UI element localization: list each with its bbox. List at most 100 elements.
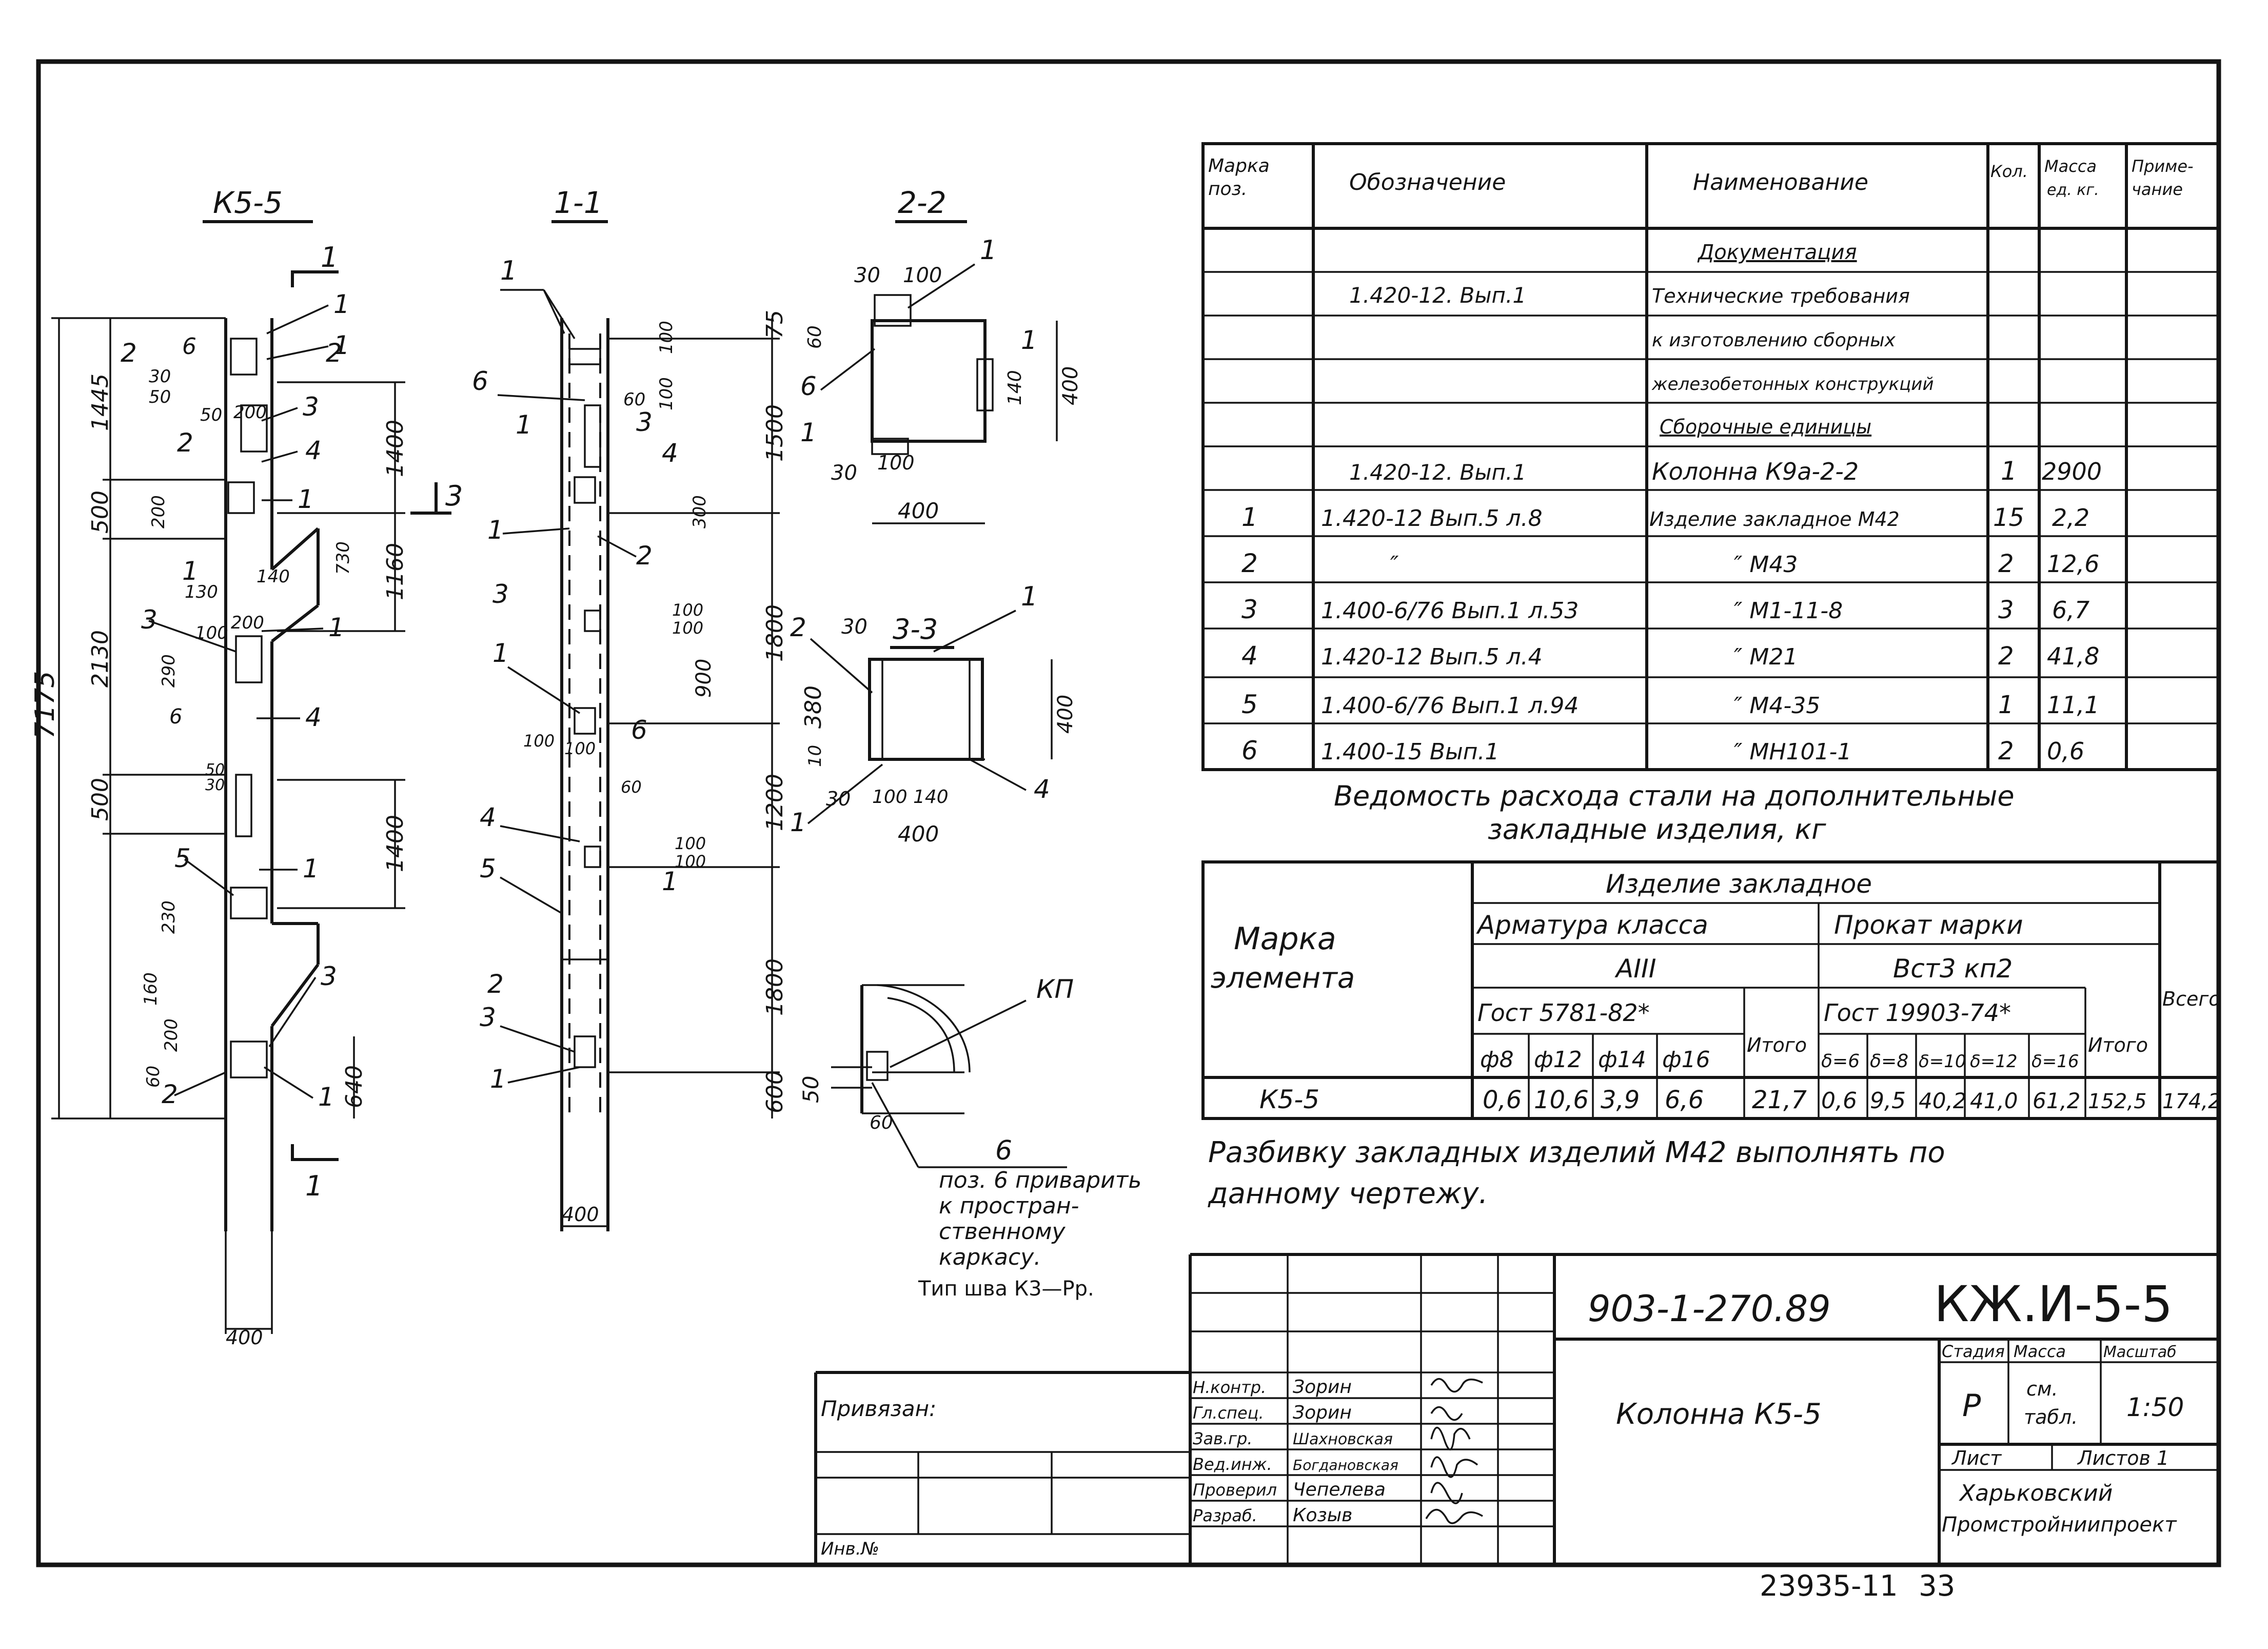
steel-v-t10: 40,2 — [1919, 1088, 1967, 1113]
s33-d-7: 400 — [898, 821, 939, 847]
spec-r7-mass: 12,6 — [2047, 550, 2099, 578]
s33-d-8: 400 — [1054, 695, 1077, 734]
sdim-8: 200 — [231, 613, 264, 633]
spec-r10-name: ″ М4-35 — [1734, 693, 1820, 719]
weld-note-3: ственному — [939, 1219, 1066, 1245]
s11-co-7: 2 — [636, 541, 653, 571]
dim-r-1: 1400 — [382, 420, 408, 477]
weld-type: Тип шва К3—Рр. — [918, 1277, 1094, 1301]
spec-h-mass-2: ед. кг. — [2047, 181, 2099, 199]
spec-r5-code: 1.420-12. Вып.1 — [1349, 460, 1526, 485]
spec-r10-code: 1.400-6/76 Вып.1 л.94 — [1321, 693, 1579, 719]
sdim-15: 200 — [161, 1018, 182, 1052]
weld-kp: КП — [1036, 974, 1074, 1004]
signature-3 — [1430, 1456, 1478, 1478]
s11-sd-8: 100 — [523, 731, 555, 751]
s33-d-1: 30 — [841, 615, 867, 639]
role-2: Зав.гр. — [1193, 1429, 1252, 1448]
org-2: Промстройниипроект — [1942, 1513, 2177, 1537]
sdim-5: 130 — [185, 582, 218, 602]
spec-r11-pos: 6 — [1241, 736, 1258, 765]
inv-label: Инв.№ — [821, 1539, 879, 1559]
steel-v-t12: 41,0 — [1970, 1088, 2018, 1113]
spec-r7-name: ″ М43 — [1734, 552, 1798, 578]
s33-d-2: 380 — [800, 685, 826, 729]
spec-r7-qty: 2 — [1998, 549, 2014, 578]
s22-co-1: 1 — [980, 235, 997, 266]
stage-value: Р — [1962, 1388, 1981, 1424]
s22-co-2: 6 — [800, 371, 817, 401]
cut-2-left: 2 — [121, 338, 137, 368]
s11-co-4: 3 — [636, 407, 653, 437]
s11-co-15: 3 — [480, 1003, 496, 1032]
role-3: Вед.инж. — [1193, 1455, 1272, 1474]
spec-table: Марка поз. Обозначение Наименование Кол.… — [1201, 142, 2220, 771]
steel-v-t8: 9,5 — [1870, 1088, 1906, 1114]
steel-v-d14: 3,9 — [1601, 1086, 1640, 1114]
section-3-3-title: 3-3 — [893, 613, 938, 645]
callout-e12: 6 — [169, 705, 182, 729]
spec-r8-code: 1.400-6/76 Вып.1 л.53 — [1321, 598, 1579, 624]
steel-c-t6: δ=6 — [1821, 1051, 1860, 1072]
s33-d-6: 140 — [913, 787, 949, 808]
spec-h-note-2: чание — [2132, 180, 2183, 199]
s22-co-3: 1 — [800, 418, 817, 447]
callout-e9: 3 — [141, 605, 157, 635]
spec-h-qty: Кол. — [1990, 162, 2028, 181]
sdim-7: 100 — [195, 623, 228, 643]
spec-r6-code: 1.420-12 Вып.5 л.8 — [1321, 505, 1543, 532]
stage-label: Стадия — [1942, 1342, 2005, 1361]
s11-co-10: 6 — [631, 715, 647, 745]
s33-co-2: 2 — [790, 613, 806, 642]
callout-e7: 1 — [298, 484, 314, 514]
steel-c-d16: ф16 — [1662, 1047, 1710, 1073]
s22-d-6: 140 — [1004, 370, 1025, 405]
cut-1-top: 1 — [321, 241, 338, 273]
spec-r6-mass: 2,2 — [2052, 504, 2089, 532]
layout-note-1: Разбивку закладных изделий М42 выполнять… — [1208, 1136, 1945, 1169]
spec-r8-name: ″ М1-11-8 — [1734, 598, 1843, 624]
s11-sd-12: 100 — [675, 852, 706, 871]
steel-h-subtotal-2: Итого — [2088, 1034, 2148, 1056]
section-3-3: 3-3 30 380 10 30 100 140 400 400 1 2 1 4 — [790, 581, 1077, 847]
steel-h-rolled: Прокат марки — [1834, 910, 2023, 940]
steel-c-d12: ф12 — [1534, 1047, 1582, 1073]
spec-r10-pos: 5 — [1241, 690, 1258, 719]
sheets-label: Листов 1 — [2077, 1447, 2169, 1469]
spec-r4-name: Сборочные единицы — [1660, 416, 1871, 438]
dim-r-4: 640 — [341, 1065, 367, 1108]
sdim-20: 30 — [205, 776, 225, 794]
dim-r-3: 1400 — [382, 815, 408, 872]
s11-sd-4: 300 — [689, 495, 710, 528]
weld-note-4: каркасу. — [939, 1244, 1041, 1270]
s11-sd-6: 100 — [672, 618, 703, 638]
s11-co-5: 4 — [662, 438, 678, 468]
steel-c-t8: δ=8 — [1870, 1051, 1908, 1072]
s11-width: 400 — [562, 1203, 599, 1226]
name-5: Козыв — [1293, 1505, 1352, 1526]
spec-r11-mass: 0,6 — [2047, 737, 2084, 765]
steel-title-1: Ведомость расхода стали на дополнительны… — [1334, 780, 2015, 812]
spec-h-mass-1: Масса — [2044, 156, 2097, 176]
scale-label: Масштаб — [2103, 1343, 2177, 1361]
cut-2-right: 2 — [326, 338, 342, 368]
s11-dim-5: 1800 — [762, 958, 788, 1016]
name-4: Чепелева — [1293, 1479, 1386, 1500]
spec-r6-name: Изделие закладное М42 — [1649, 508, 1900, 531]
role-5: Разраб. — [1193, 1506, 1257, 1525]
spec-r2-name: к изготовлению сборных — [1652, 330, 1896, 351]
s11-co-12: 5 — [480, 854, 496, 884]
steel-v-rolled-total: 152,5 — [2088, 1090, 2147, 1113]
s11-dim-2: 1500 — [762, 404, 788, 462]
elevation-k5-5: К5-5 7175 1445 — [30, 185, 463, 1349]
spec-h-note-1: Приме- — [2132, 156, 2194, 176]
spec-h-pos-2: поз. — [1208, 179, 1247, 200]
spec-r6-pos: 1 — [1241, 502, 1258, 532]
dim-l-3: 2130 — [87, 630, 113, 688]
s11-sd-9: 100 — [564, 739, 596, 758]
name-3: Богдановская — [1293, 1457, 1398, 1474]
s22-co-4: 1 — [1021, 325, 1037, 355]
signature-5 — [1425, 1508, 1483, 1524]
steel-v-t16: 61,2 — [2033, 1088, 2081, 1113]
